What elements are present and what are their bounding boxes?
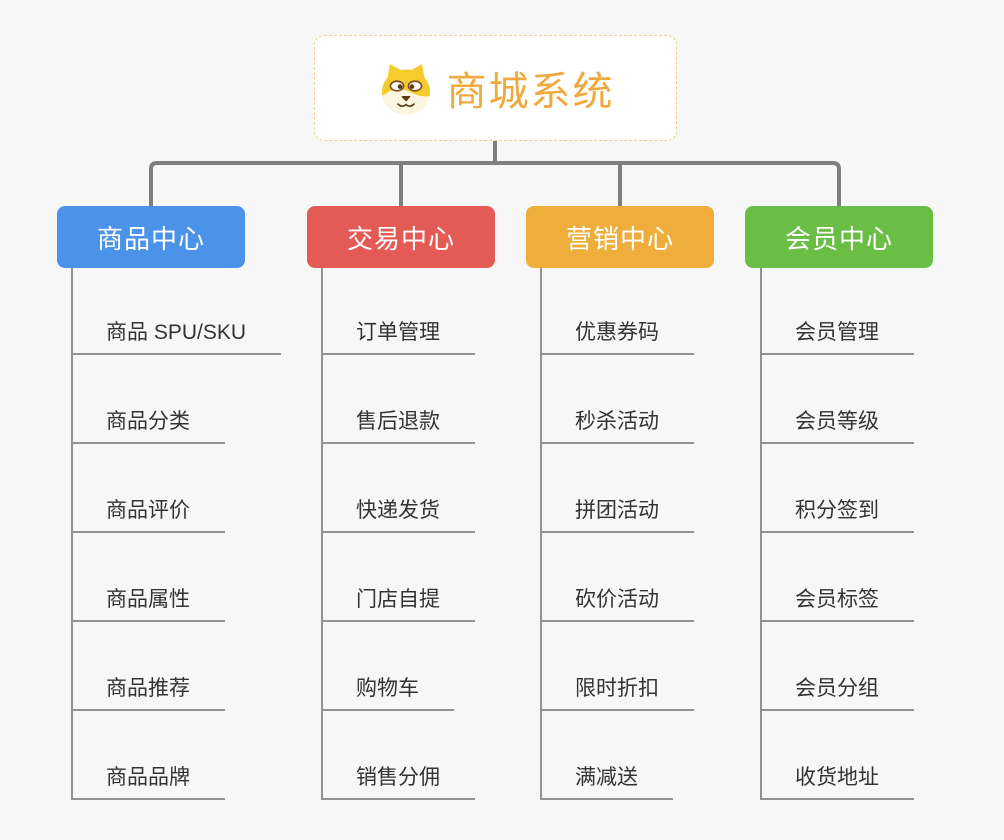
branch-children-trade-center: 订单管理售后退款快递发货门店自提购物车销售分佣 xyxy=(321,268,475,800)
sub-item-label: 销售分佣 xyxy=(323,761,475,800)
sub-item[interactable]: 收货地址 xyxy=(762,711,914,800)
sub-item-label: 会员管理 xyxy=(762,316,914,355)
sub-item-label: 积分签到 xyxy=(762,494,914,533)
sub-item-label: 门店自提 xyxy=(323,583,475,622)
sub-item[interactable]: 购物车 xyxy=(323,622,475,711)
sub-item[interactable]: 快递发货 xyxy=(323,444,475,533)
sub-item[interactable]: 售后退款 xyxy=(323,355,475,444)
branch-label: 营销中心 xyxy=(565,223,674,254)
sub-item[interactable]: 商品品牌 xyxy=(73,711,281,800)
sub-item-label: 商品 SPU/SKU xyxy=(73,316,282,355)
sub-item[interactable]: 优惠券码 xyxy=(542,268,694,355)
sub-item-label: 砍价活动 xyxy=(542,583,694,622)
branch-member-center[interactable]: 会员中心 xyxy=(745,206,933,268)
root-node[interactable]: 商城系统 xyxy=(314,35,677,141)
sub-item[interactable]: 商品推荐 xyxy=(73,622,281,711)
branch-children-marketing-center: 优惠券码秒杀活动拼团活动砍价活动限时折扣满减送 xyxy=(540,268,694,800)
sub-item-label: 会员标签 xyxy=(762,583,914,622)
branch-label: 商品中心 xyxy=(96,223,205,254)
sub-item[interactable]: 商品 SPU/SKU xyxy=(73,268,282,355)
sub-item[interactable]: 限时折扣 xyxy=(542,622,694,711)
sub-item[interactable]: 积分签到 xyxy=(762,444,914,533)
branch-children-member-center: 会员管理会员等级积分签到会员标签会员分组收货地址 xyxy=(760,268,914,800)
root-title: 商城系统 xyxy=(446,70,615,114)
sub-item[interactable]: 砍价活动 xyxy=(542,533,694,622)
sub-item-label: 商品分类 xyxy=(73,405,225,444)
sub-item[interactable]: 满减送 xyxy=(542,711,694,800)
sub-item[interactable]: 销售分佣 xyxy=(323,711,475,800)
branch-label: 会员中心 xyxy=(784,223,893,254)
branch-children-product-center: 商品 SPU/SKU 商品分类商品评价商品属性商品推荐商品品牌 xyxy=(71,268,282,800)
branch-label: 交易中心 xyxy=(346,223,455,254)
sub-item[interactable]: 拼团活动 xyxy=(542,444,694,533)
sub-item-label: 商品属性 xyxy=(73,583,225,622)
sub-item-label: 优惠券码 xyxy=(542,316,694,355)
sub-item-label: 售后退款 xyxy=(323,405,475,444)
sub-item-label: 商品品牌 xyxy=(73,761,225,800)
dog-face-icon xyxy=(377,60,435,116)
sub-item[interactable]: 商品评价 xyxy=(73,444,281,533)
sub-item-label: 会员分组 xyxy=(762,672,914,711)
sub-item[interactable]: 会员标签 xyxy=(762,533,914,622)
sub-item-label: 购物车 xyxy=(323,672,454,711)
branch-trade-center[interactable]: 交易中心 xyxy=(307,206,495,268)
sub-item-label: 限时折扣 xyxy=(542,672,694,711)
sub-item[interactable]: 会员等级 xyxy=(762,355,914,444)
sub-item-label: 商品评价 xyxy=(73,494,225,533)
branch-product-center[interactable]: 商品中心 xyxy=(57,206,245,268)
sub-item-label: 秒杀活动 xyxy=(542,405,694,444)
sub-item-label: 商品推荐 xyxy=(73,672,225,711)
sub-item-label: 快递发货 xyxy=(323,494,475,533)
sub-item[interactable]: 商品属性 xyxy=(73,533,281,622)
sub-item[interactable]: 门店自提 xyxy=(323,533,475,622)
sub-item-label: 会员等级 xyxy=(762,405,914,444)
branch-marketing-center[interactable]: 营销中心 xyxy=(526,206,714,268)
sub-item[interactable]: 会员分组 xyxy=(762,622,914,711)
branch-rail-line xyxy=(149,161,841,212)
sub-item[interactable]: 商品分类 xyxy=(73,355,281,444)
sub-item[interactable]: 会员管理 xyxy=(762,268,914,355)
sub-item-label: 满减送 xyxy=(542,761,673,800)
sub-item[interactable]: 秒杀活动 xyxy=(542,355,694,444)
sub-item-label: 拼团活动 xyxy=(542,494,694,533)
sub-item-label: 订单管理 xyxy=(323,316,475,355)
sub-item[interactable]: 订单管理 xyxy=(323,268,475,355)
sub-item-label: 收货地址 xyxy=(762,761,914,800)
